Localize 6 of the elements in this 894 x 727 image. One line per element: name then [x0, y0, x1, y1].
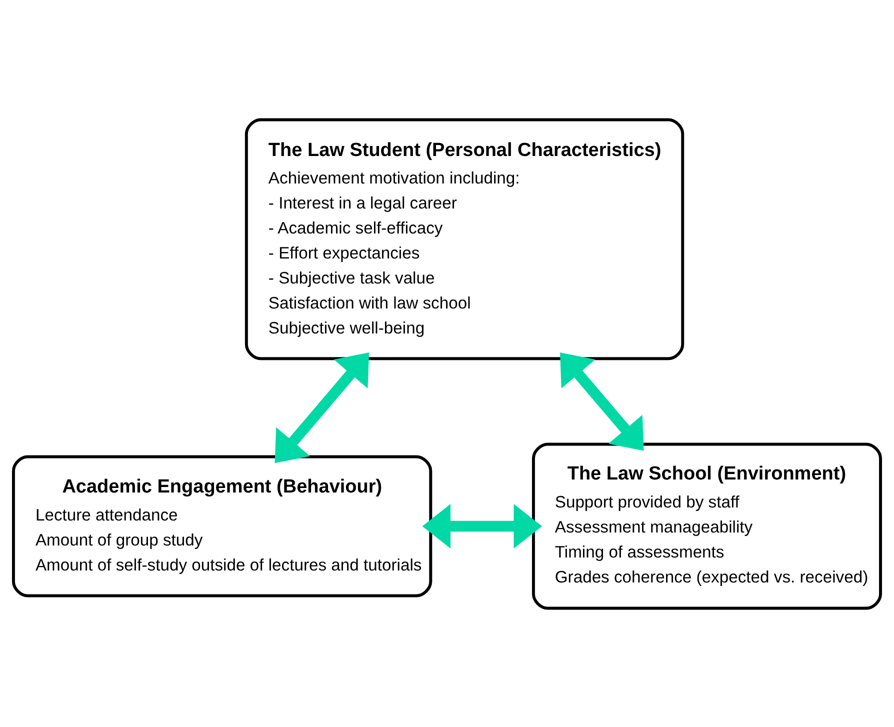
arrow	[274, 352, 370, 463]
node-box: The Law Student (Personal Characteristics) Achievement motivation including: - Interest in a legal career - Academic self-efficacy - Effort expectancies - Subjective task value Satisfaction with law school Subjective well-being	[244, 118, 684, 360]
node-box: Academic Engagement (Behaviour) Lecture attendance Amount of group study Amount of self-study outside of lectures and tutorials	[12, 454, 432, 597]
arrow	[560, 352, 644, 450]
node-box: The Law School (Environment) Support provided by staff Assessment manageability Timing of assessments Grades coherence (expected vs. received)	[532, 442, 882, 610]
arrow	[422, 503, 542, 548]
